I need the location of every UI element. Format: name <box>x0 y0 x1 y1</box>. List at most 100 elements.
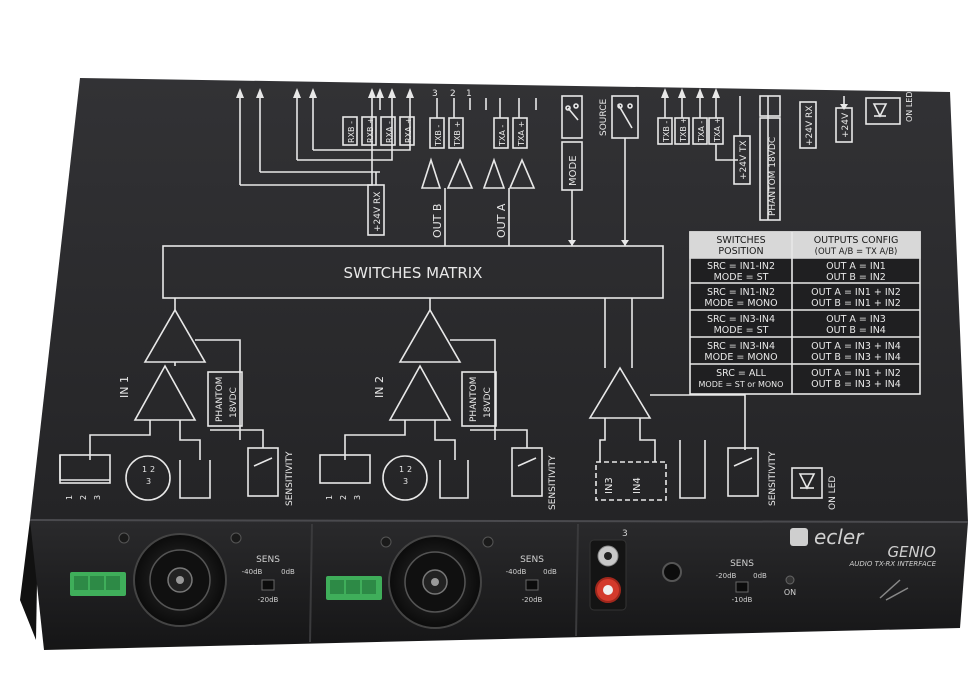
svg-text:OUT A = IN3: OUT A = IN3 <box>826 314 886 325</box>
svg-text:0dB: 0dB <box>753 572 767 580</box>
svg-text:1: 1 <box>142 465 147 474</box>
in3-in4-channel-schematic: IN3 IN4 SENSITIVITY ON LED <box>588 298 838 510</box>
svg-text:(OUT A/B = TX A/B): (OUT A/B = TX A/B) <box>815 247 898 257</box>
svg-text:1: 1 <box>325 495 334 500</box>
svg-text:OUT B = IN4: OUT B = IN4 <box>826 325 886 336</box>
svg-text:3: 3 <box>353 495 362 500</box>
signature-mark-icon <box>879 579 909 601</box>
svg-text:TXA +: TXA + <box>517 121 526 147</box>
svg-text:-40dB: -40dB <box>242 568 263 576</box>
svg-text:3: 3 <box>403 477 408 486</box>
svg-text:SENS: SENS <box>520 555 544 565</box>
svg-text:2: 2 <box>150 465 155 474</box>
table-row: SRC = IN3-IN4 <box>707 314 775 325</box>
table-row: SRC = IN3-IN4 <box>707 341 775 352</box>
model-subtitle: AUDIO TX-RX INTERFACE <box>848 560 936 568</box>
svg-text:OUT B = IN2: OUT B = IN2 <box>826 272 886 283</box>
screw-icon <box>482 536 494 548</box>
svg-text:TXB -: TXB - <box>434 125 443 147</box>
in4-label: IN4 <box>632 477 643 494</box>
out-a-amplifiers: TXA - TXA + OUT A <box>482 98 537 246</box>
svg-text:RXA +: RXA + <box>404 117 413 143</box>
svg-text:1: 1 <box>466 89 472 99</box>
svg-text:RXB -: RXB - <box>347 121 356 143</box>
sensitivity-label-1: SENSITIVITY <box>285 451 295 506</box>
sens-switch-1[interactable] <box>261 579 275 591</box>
out-b-amplifiers: TXB - TXB + 3 2 1 OUT B <box>420 89 487 246</box>
svg-text:MODE = ST: MODE = ST <box>714 272 769 283</box>
svg-text:1: 1 <box>65 495 74 500</box>
svg-text:OUT B = IN3 + IN4: OUT B = IN3 + IN4 <box>811 352 901 363</box>
svg-text:+24V: +24V <box>841 112 851 138</box>
rx-bus-lines <box>236 88 414 186</box>
svg-text:2: 2 <box>407 465 412 474</box>
svg-text:MODE = ST or MONO: MODE = ST or MONO <box>699 380 784 389</box>
svg-text:POSITION: POSITION <box>718 246 763 257</box>
table-row: SRC = IN1-IN2 <box>707 261 775 272</box>
schematic-diagram: SWITCHES MATRIX <box>59 88 921 510</box>
svg-text:SENS: SENS <box>730 559 754 569</box>
source-label: SOURCE <box>599 99 609 136</box>
phantom-top-label: PHANTOM 18VDC <box>768 137 778 216</box>
sens-switch-3[interactable] <box>735 581 749 593</box>
svg-text:OUT B = IN3 + IN4: OUT B = IN3 + IN4 <box>811 379 901 390</box>
svg-text:MODE = MONO: MODE = MONO <box>704 352 777 363</box>
svg-text:TXB +: TXB + <box>679 117 688 143</box>
svg-text:OUT A = IN3 + IN4: OUT A = IN3 + IN4 <box>811 341 901 352</box>
svg-text:TXA -: TXA - <box>697 121 706 143</box>
svg-text:3: 3 <box>146 477 151 486</box>
svg-text:TXA -: TXA - <box>498 125 507 147</box>
svg-text:+24V RX: +24V RX <box>373 192 383 232</box>
svg-text:TXB -: TXB - <box>662 121 671 143</box>
brand-name: ecler <box>814 525 865 549</box>
source-switch-symbol: SOURCE <box>599 95 639 246</box>
svg-text:OUT A = IN1 + IN2: OUT A = IN1 + IN2 <box>811 368 901 379</box>
switches-matrix-box <box>162 245 664 299</box>
svg-text:2: 2 <box>450 89 456 99</box>
on-led-indicator <box>785 575 795 585</box>
outputs-config-table <box>689 231 921 395</box>
svg-text:18VDC: 18VDC <box>229 387 239 418</box>
minijack-input[interactable] <box>662 562 682 582</box>
svg-text:0dB: 0dB <box>281 568 295 576</box>
ecler-logo-icon <box>790 528 808 546</box>
chassis <box>20 78 969 650</box>
svg-text:3: 3 <box>432 89 438 99</box>
rx-labels: RXB - RXB + RXA - RXA + +24V RX <box>342 116 415 236</box>
switches-matrix-label: SWITCHES MATRIX <box>344 264 483 282</box>
mode-switch-symbol: MODE <box>561 95 583 246</box>
on-led-label: ON LED <box>828 476 838 510</box>
outputs-config-text: SWITCHES POSITION OUTPUTS CONFIG (OUT A/… <box>699 235 901 390</box>
out-a-label: OUT A <box>495 203 508 238</box>
in2-channel-schematic: PHANTOM 18VDC IN 2 1 2 3 1 2 3 SENSITIVI… <box>319 298 558 510</box>
svg-text:+24V TX: +24V TX <box>739 140 749 180</box>
svg-text:OUTPUTS CONFIG: OUTPUTS CONFIG <box>814 235 899 246</box>
svg-text:+24V RX: +24V RX <box>805 106 815 146</box>
in1-channel-schematic: PHANTOM 18VDC IN 1 1 2 3 1 2 3 SENSITIVI… <box>59 298 295 506</box>
screw-icon <box>230 532 242 544</box>
svg-text:TXA +: TXA + <box>713 117 722 143</box>
rx-power-right: +24V RX +24V ON LED <box>799 92 914 149</box>
sensitivity-label-3: SENSITIVITY <box>768 451 778 506</box>
svg-text:1: 1 <box>399 465 404 474</box>
svg-text:MODE = ST: MODE = ST <box>714 325 769 336</box>
svg-text:OUT B = IN1 + IN2: OUT B = IN1 + IN2 <box>811 298 901 309</box>
svg-text:3: 3 <box>93 495 102 500</box>
svg-text:-20dB: -20dB <box>258 596 279 604</box>
svg-text:SENS: SENS <box>256 555 280 565</box>
tx-bus-lines: TXB - TXB + TXA - TXA + +24V TX PHANTOM … <box>657 88 781 221</box>
in1-label: IN 1 <box>118 376 131 398</box>
sensitivity-label-2: SENSITIVITY <box>548 455 558 510</box>
svg-text:-40dB: -40dB <box>506 568 527 576</box>
svg-text:-10dB: -10dB <box>732 596 753 604</box>
svg-text:PHANTOM: PHANTOM <box>215 377 225 422</box>
table-row: SRC = ALL <box>716 368 767 379</box>
screw-icon <box>380 536 392 548</box>
in3-label: IN3 <box>604 477 615 494</box>
mode-label: MODE <box>568 155 579 186</box>
sens-switch-2[interactable] <box>525 579 539 591</box>
svg-text:OUT A = IN1: OUT A = IN1 <box>826 261 886 272</box>
svg-text:18VDC: 18VDC <box>483 387 493 418</box>
svg-text:ON: ON <box>784 588 796 597</box>
